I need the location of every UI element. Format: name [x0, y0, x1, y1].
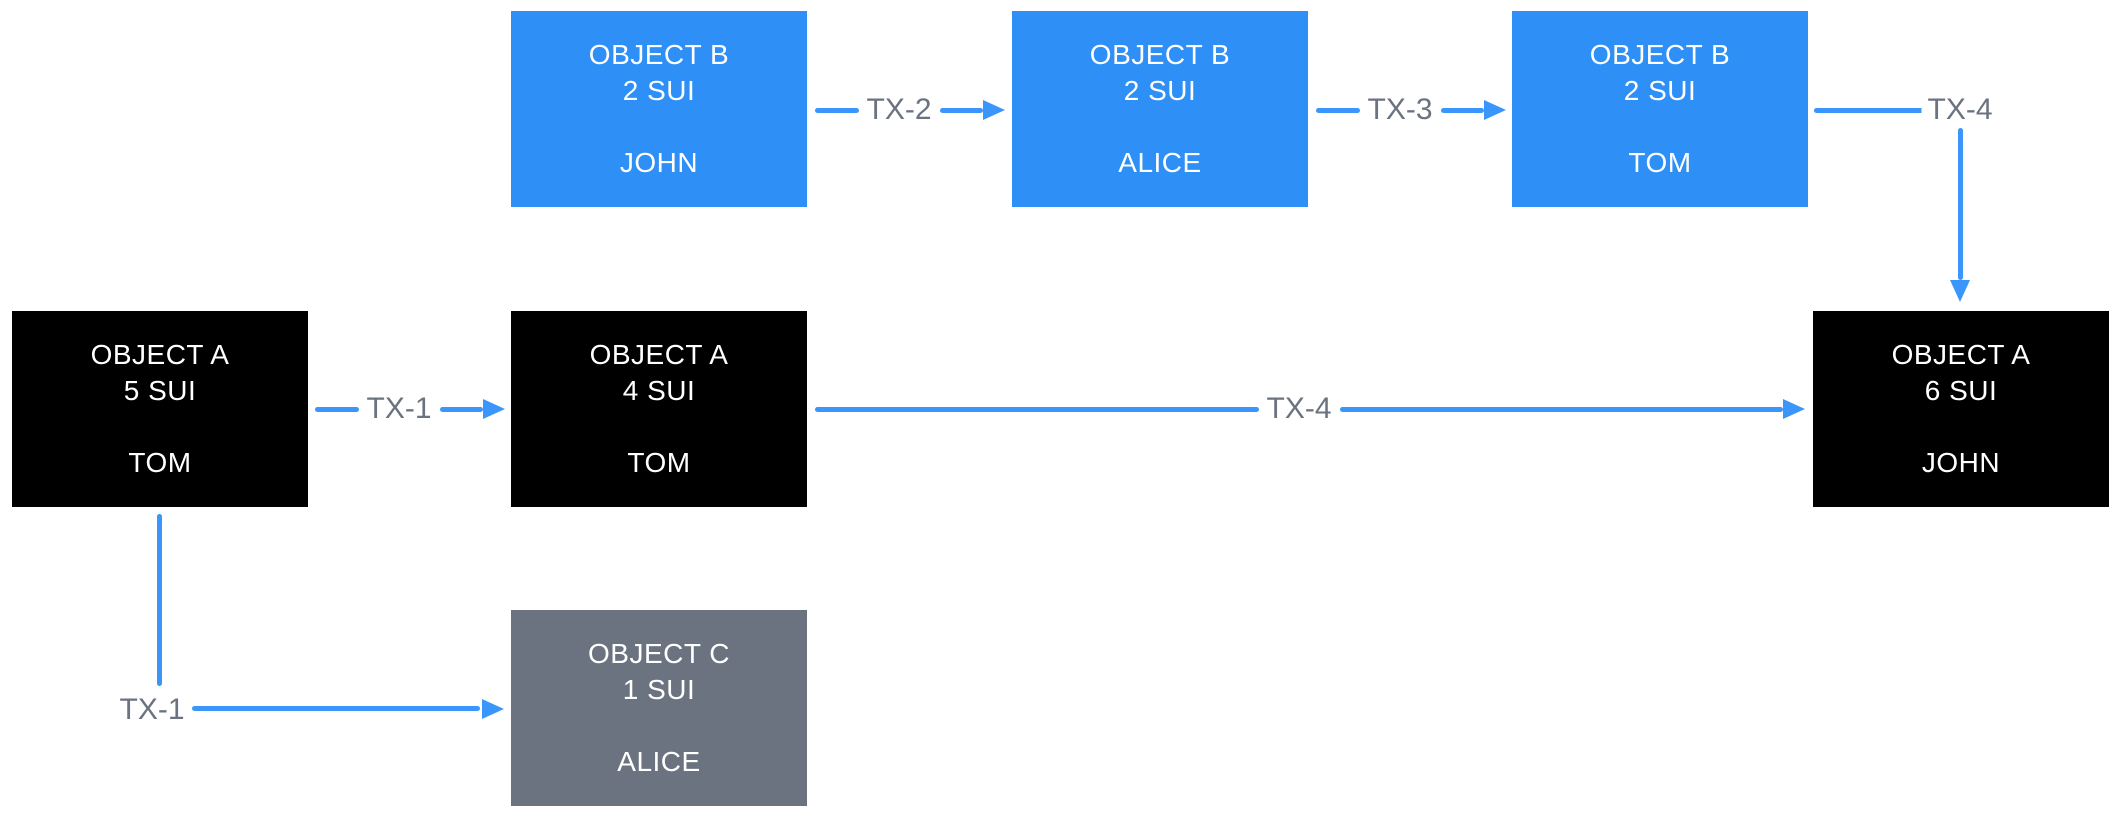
edge-tx3: TX-3 — [1316, 88, 1507, 132]
arrowhead-right-icon — [983, 100, 1006, 120]
node-amount: 5 SUI — [123, 375, 197, 406]
node-owner: TOM — [1628, 147, 1692, 178]
arrowhead-right-icon — [483, 399, 506, 419]
edge-label-tx2: TX-2 — [858, 95, 940, 125]
arrowhead-right-icon — [1783, 399, 1806, 419]
node-title: OBJECT B — [1089, 39, 1231, 70]
edge-line — [1440, 107, 1485, 113]
edge-line — [1316, 107, 1360, 113]
node-amount: 4 SUI — [622, 375, 696, 406]
node-title: OBJECT A — [1891, 339, 2031, 370]
node-title: OBJECT B — [1589, 39, 1731, 70]
node-owner: ALICE — [617, 746, 701, 777]
edge-line — [939, 107, 984, 113]
edge-line — [815, 406, 1259, 412]
edge-label-tx4: TX-4 — [1258, 394, 1340, 424]
node-amount: 6 SUI — [1924, 375, 1998, 406]
arrowhead-right-icon — [1484, 100, 1507, 120]
node-title: OBJECT A — [90, 339, 230, 370]
edge-line — [815, 107, 859, 113]
edge-tx4-long: TX-4 — [815, 387, 1806, 431]
arrowhead-right-icon — [482, 699, 504, 719]
edge-tx1-elbow-vsegment — [157, 514, 162, 686]
node-amount: 2 SUI — [622, 75, 696, 106]
node-amount: 2 SUI — [1623, 75, 1697, 106]
edge-line — [315, 406, 359, 412]
node-object-c-alice: OBJECT C 1 SUI ALICE — [511, 610, 807, 806]
edge-tx1-horizontal: TX-1 — [315, 387, 506, 431]
edge-label-tx1-elbow: TX-1 — [113, 695, 191, 725]
node-object-b-john: OBJECT B 2 SUI JOHN — [511, 11, 807, 207]
edge-tx2: TX-2 — [815, 88, 1006, 132]
node-owner: ALICE — [1118, 147, 1202, 178]
edge-tx4-elbow-vsegment — [1958, 128, 1963, 280]
node-owner: TOM — [627, 447, 691, 478]
node-object-b-tom: OBJECT B 2 SUI TOM — [1512, 11, 1808, 207]
edge-label-tx1: TX-1 — [358, 394, 440, 424]
node-owner: JOHN — [1921, 447, 2001, 478]
node-owner: TOM — [128, 447, 192, 478]
node-owner: JOHN — [619, 147, 699, 178]
node-object-a-4sui-tom: OBJECT A 4 SUI TOM — [511, 311, 807, 507]
node-amount: 1 SUI — [622, 674, 696, 705]
node-title: OBJECT A — [589, 339, 729, 370]
node-title: OBJECT B — [588, 39, 730, 70]
node-object-b-alice: OBJECT B 2 SUI ALICE — [1012, 11, 1308, 207]
node-title: OBJECT C — [588, 638, 730, 669]
arrowhead-down-icon — [1950, 280, 1970, 302]
edge-tx1-elbow-hsegment — [192, 706, 480, 711]
edge-tx4-elbow-hsegment — [1814, 108, 1928, 113]
node-amount: 2 SUI — [1123, 75, 1197, 106]
node-object-a-5sui-tom: OBJECT A 5 SUI TOM — [12, 311, 308, 507]
edge-line — [439, 406, 484, 412]
node-object-a-6sui-john: OBJECT A 6 SUI JOHN — [1813, 311, 2109, 507]
edge-label-tx3: TX-3 — [1359, 95, 1441, 125]
edge-label-tx4-elbow: TX-4 — [1921, 95, 1999, 125]
edge-line — [1339, 406, 1784, 412]
